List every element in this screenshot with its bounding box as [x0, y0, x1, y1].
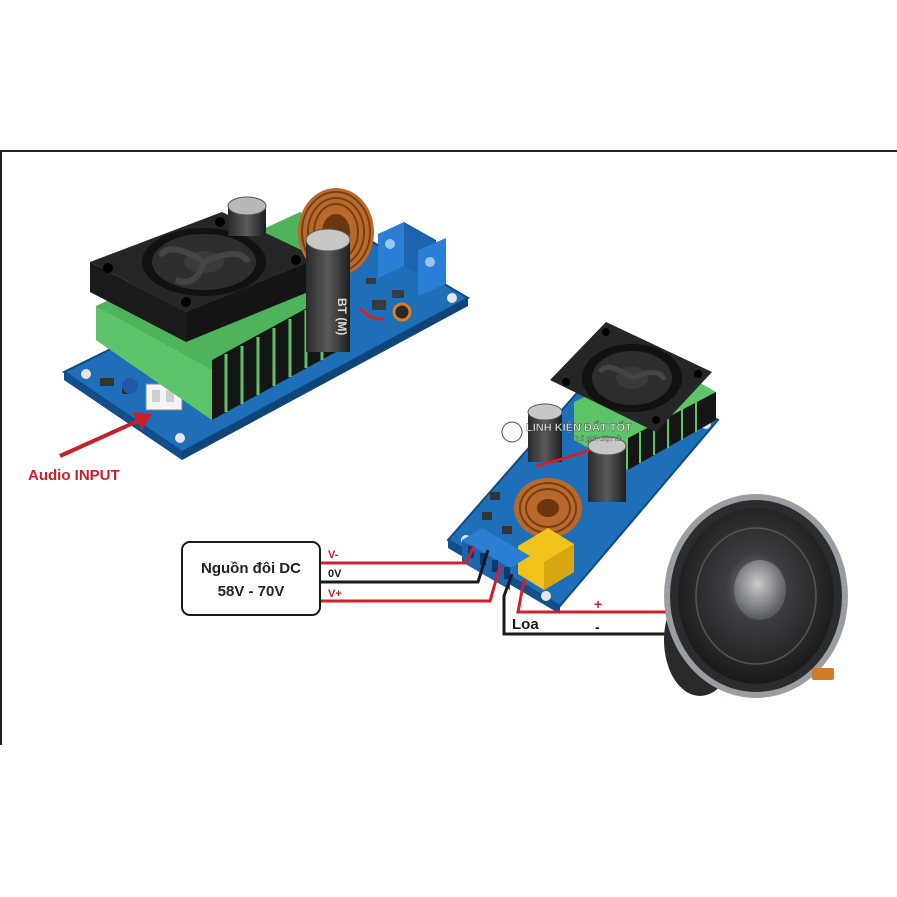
speaker-wires [502, 573, 676, 636]
speaker [664, 494, 848, 698]
audio-input-callout: Audio INPUT [28, 412, 152, 484]
v-plus-label: V+ [328, 588, 342, 600]
v-minus-label: V- [328, 549, 339, 561]
watermark: LINH KIỆN ĐẤT TỐT Thế giới điện tử [500, 420, 632, 444]
power-supply-label-line2: 58V - 70V [218, 583, 285, 600]
speaker-label: Loa [512, 616, 539, 633]
speaker-minus-label: - [595, 619, 600, 635]
power-supply-label-line1: Nguồn đôi DC [201, 560, 301, 577]
power-wires [320, 545, 502, 603]
zero-v-label: 0V [328, 568, 342, 580]
watermark-line2: Thế giới điện tử [572, 434, 622, 443]
watermark-line1: LINH KIỆN ĐẤT TỐT [526, 420, 632, 434]
audio-input-label: Audio INPUT [28, 467, 120, 484]
amplifier-board-large: BT (M) [62, 188, 471, 460]
power-supply-box: Nguồn đôi DC 58V - 70V [181, 541, 321, 616]
speaker-plus-label: + [594, 596, 602, 612]
capacitor-marking: BT (M) [335, 298, 349, 335]
amplifier-board-small [446, 322, 720, 614]
